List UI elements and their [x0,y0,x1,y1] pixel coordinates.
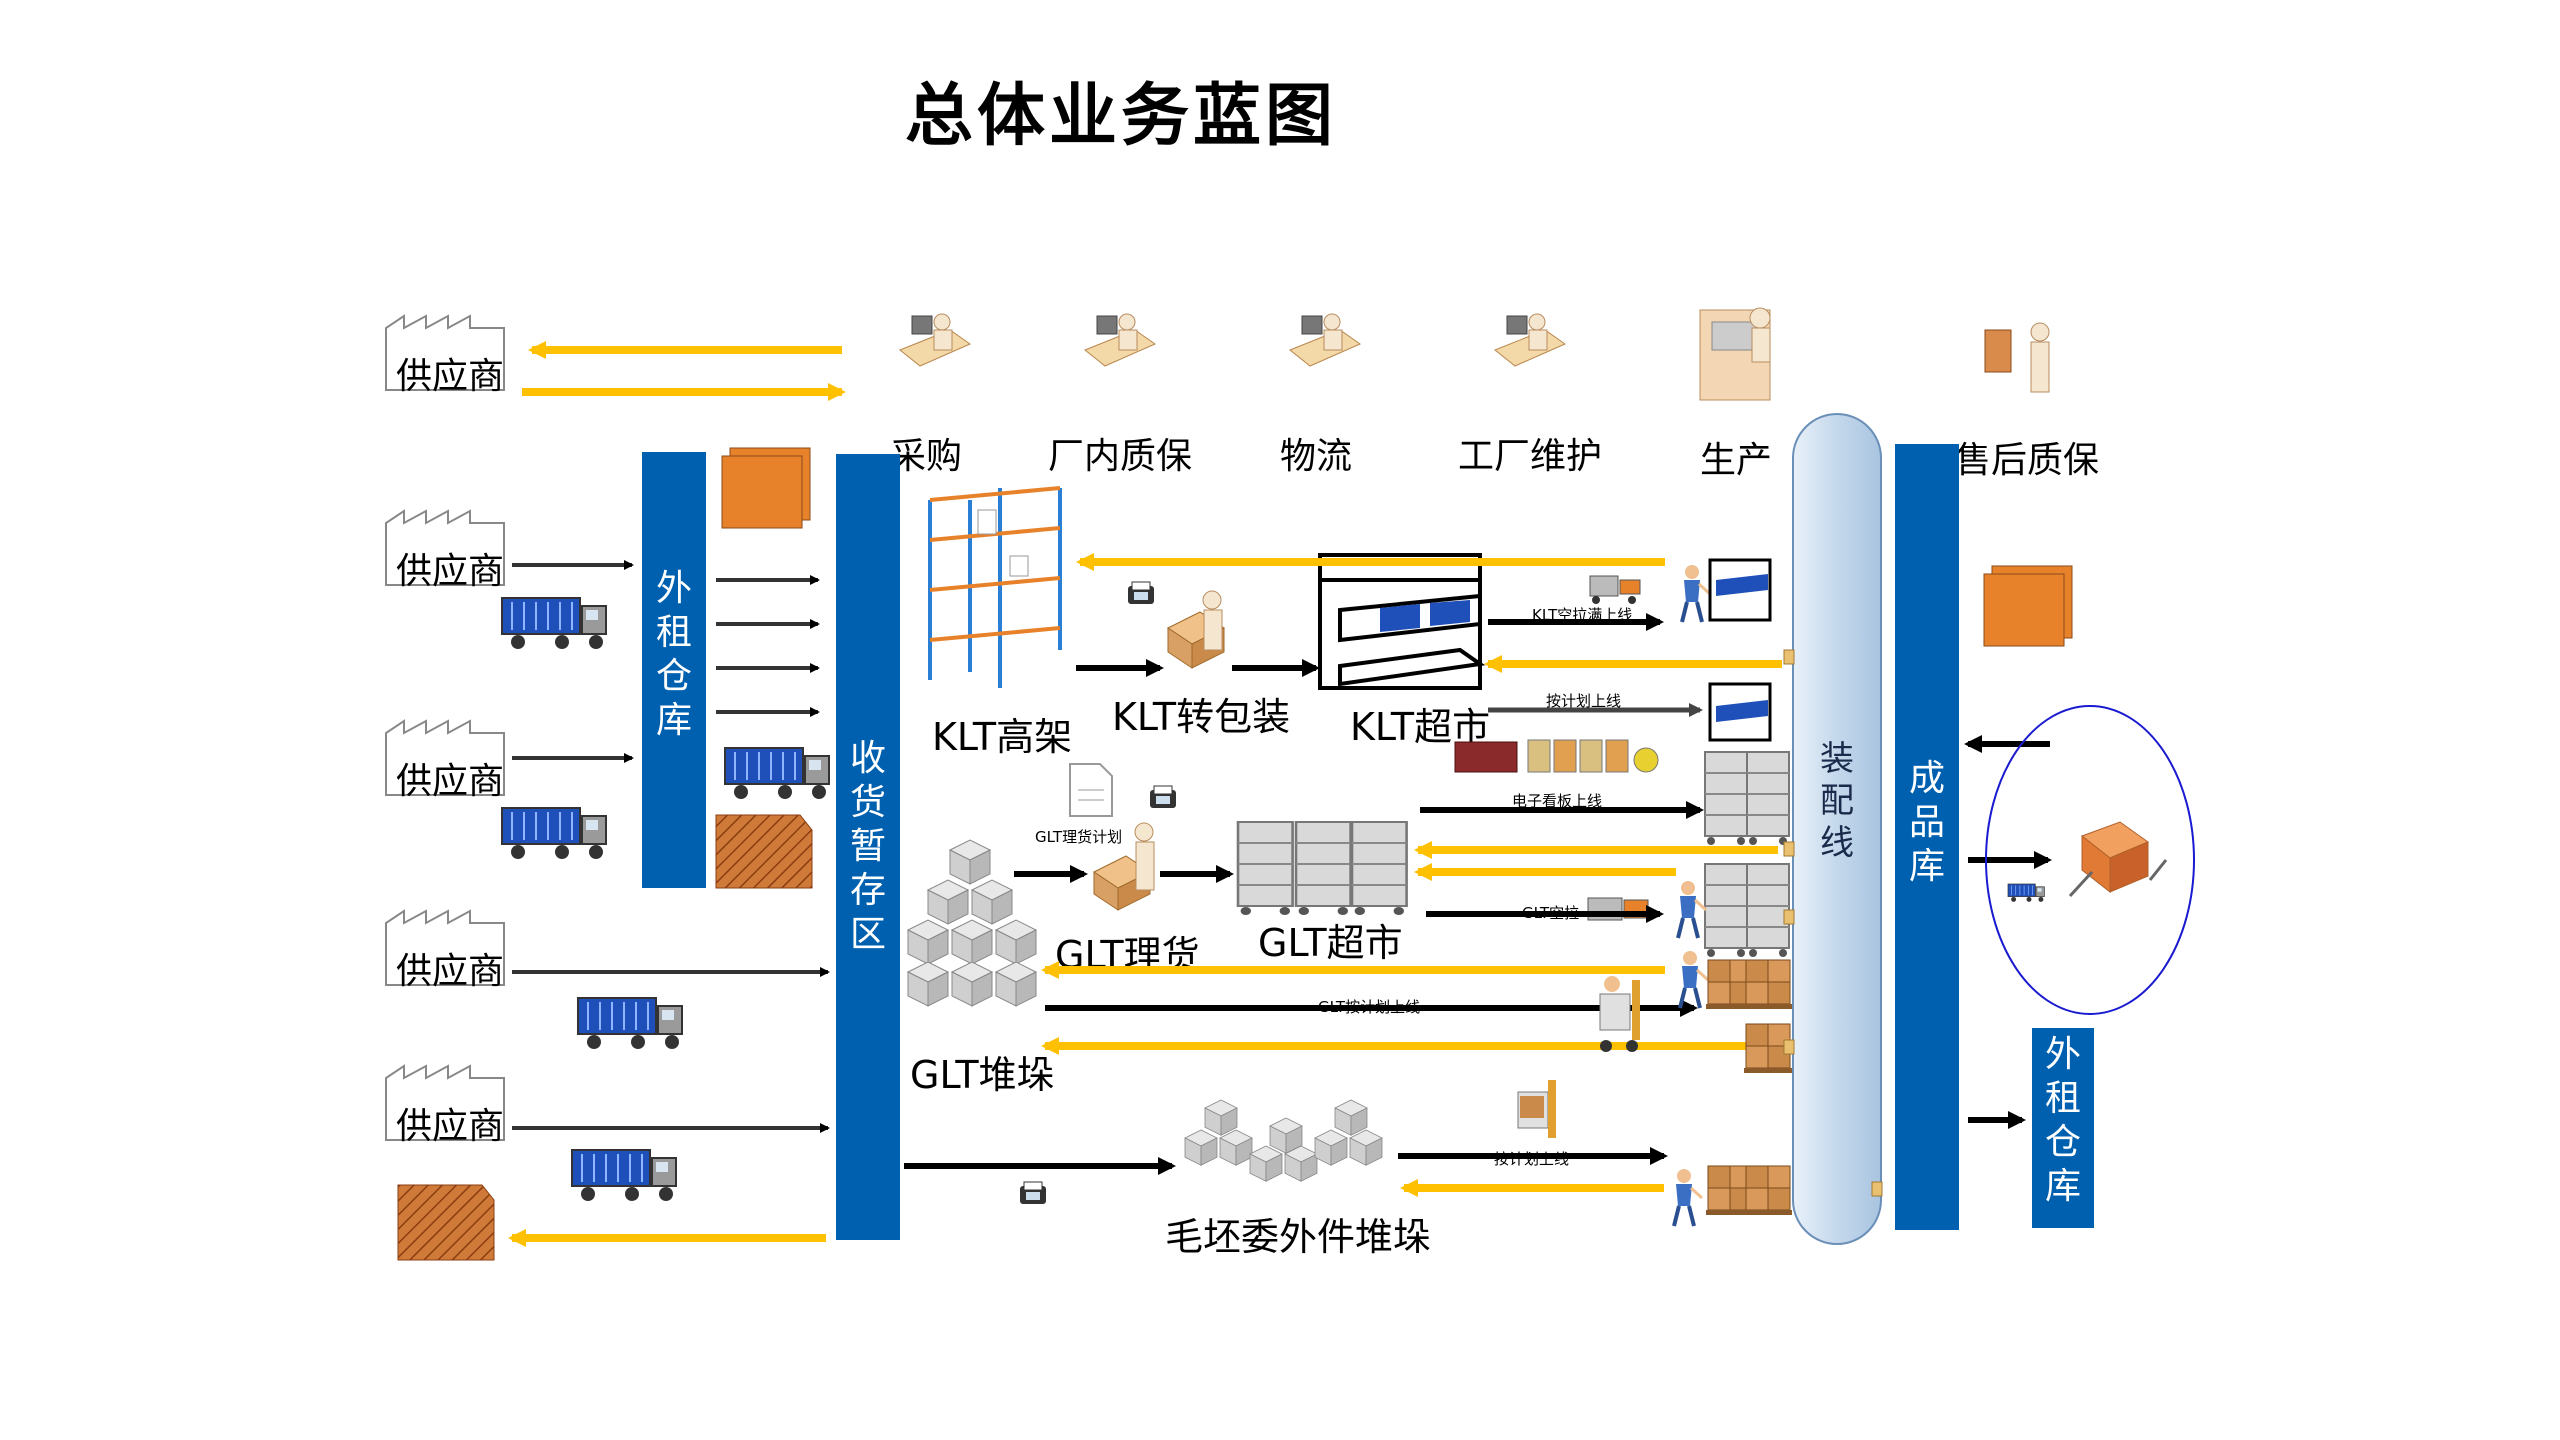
dept-maintenance-label: 工厂维护 [1458,436,1602,477]
after-sales-icon [1984,322,2050,393]
supplier-label: 供应商 [396,551,504,592]
production-icon [1699,307,1771,401]
worker-icon [1672,1167,1704,1228]
label-glt-by-plan: GLT按计划上线 [1318,998,1420,1016]
wooden-crate-icon [715,814,813,889]
bar-label: 收货暂存区 [850,738,886,955]
dept-plant-quality-label: 厂内质保 [1048,436,1192,477]
box-stack-icon [1743,959,1793,1010]
label-by-plan-2: 按计划上线 [1494,1150,1569,1168]
supplier-3: 供应商 [385,720,505,802]
scanner-icon [1149,785,1177,809]
maintenance-icon [1494,313,1566,367]
glt-supermarket-icon [1236,820,1408,917]
klt-rack-small [1708,558,1772,622]
cart-icon [1746,751,1790,846]
supplier-1: 供应商 [385,315,505,397]
dept-logistics-label: 物流 [1280,436,1352,477]
supplier-label: 供应商 [396,356,504,397]
outsourced-warehouse-bar-2: 外租仓库 [2032,1028,2094,1228]
finished-goods-bar: 成品库 [1895,444,1959,1230]
supplier-2: 供应商 [385,510,505,592]
dept-procurement-label: 采购 [890,436,962,477]
orange-box-stack [721,447,811,529]
orange-box-stack [1983,565,2073,647]
receiving-staging-bar: 收货暂存区 [836,454,900,1240]
label-by-plan-1: 按计划上线 [1546,692,1621,710]
klt-high-rack-icon [928,486,1062,688]
scanner-icon [1019,1181,1047,1205]
dept-production-label: 生产 [1700,440,1772,481]
box-stack-icon [1743,1165,1793,1216]
node-klt-repack-label: KLT转包装 [1112,695,1290,739]
supplier-5: 供应商 [385,1065,505,1147]
truck-icon [2007,883,2045,903]
worker-icon [1678,949,1710,1010]
quality-icon [1084,313,1156,367]
page-title: 总体业务蓝图 [905,76,1338,156]
tugger-icon [1589,575,1641,604]
supplier-label: 供应商 [396,1106,504,1147]
blank-outsourced-stack-icon [1184,1099,1383,1182]
klt-supermarket-icon [1318,553,1486,690]
customer-circle [1985,705,2195,1015]
cart-icon [1704,751,1748,846]
klt-repack-icon [1167,590,1225,669]
truck-icon [571,1149,677,1202]
supplier-label: 供应商 [396,761,504,802]
bar-label: 外租仓库 [656,568,692,741]
container-row-icons [1454,739,1659,773]
label-ekanban: 电子看板上线 [1512,792,1602,810]
bar-label: 外租仓库 [2045,1034,2081,1207]
worker-icon [1676,879,1708,940]
forklift-icon [1517,1080,1556,1138]
assembly-line-bar: 装配线 [1792,413,1882,1245]
department-labels: 采购 厂内质保 物流 工厂维护 生产 售后质保 [890,436,2099,481]
procurement-icon [899,313,971,367]
document-icon [1069,763,1113,817]
truck-icon [501,807,607,860]
supplier-4: 供应商 [385,910,505,992]
dept-after-sales-label: 售后质保 [1955,440,2099,481]
cart-icon [1704,863,1748,958]
label-glt-sorting-plan: GLT理货计划 [1035,828,1122,846]
wooden-crate-icon [397,1184,495,1261]
supplier-label: 供应商 [396,951,504,992]
truck-icon [501,597,607,650]
bar-label: 成品库 [1909,758,1945,887]
scanner-icon [1127,581,1155,605]
connector-tabs [1783,649,1883,1197]
klt-rack-small [1708,682,1772,742]
glt-stack-icon [907,839,1037,1007]
logistics-icon [1289,313,1361,367]
forklift-icon [1599,976,1640,1052]
outsourced-warehouse-bar: 外租仓库 [642,452,706,888]
node-blank-outsourced-stack-label: 毛坯委外件堆垛 [1165,1215,1431,1259]
bar-label: 装配线 [1820,739,1854,863]
worker-icon [1680,563,1712,624]
node-glt-stack-label: GLT堆垛 [910,1053,1055,1097]
truck-icon [577,997,683,1050]
node-glt-supermarket-label: GLT超市 [1258,921,1403,965]
cart-icon [1746,863,1790,958]
robot-gripper-icon [2068,821,2168,898]
node-klt-high-rack-label: KLT高架 [932,715,1072,759]
glt-sorting-icon [1093,822,1155,911]
truck-icon [724,747,830,800]
